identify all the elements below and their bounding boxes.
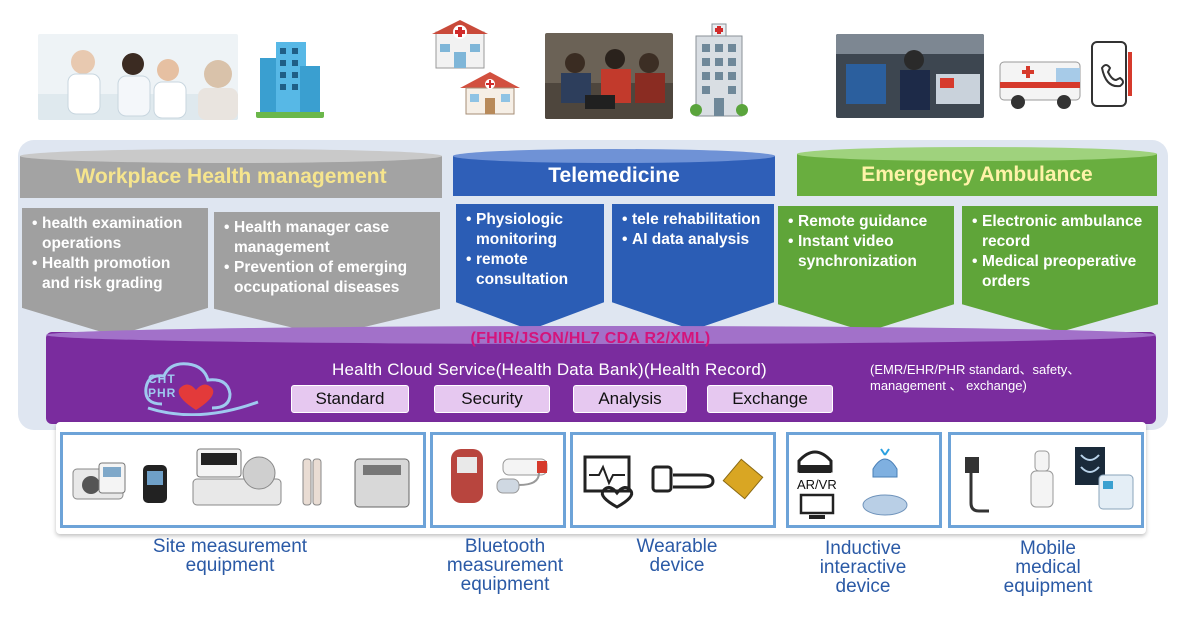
category-title: Emergency Ambulance — [861, 163, 1093, 186]
list-item: Remote guidance — [788, 212, 946, 232]
list-item: Prevention of emerging occupational dise… — [224, 258, 432, 298]
pill-analysis: Analysis — [573, 385, 687, 413]
device-label-wearable: Wearable device — [636, 536, 718, 576]
list-item: health examination operations — [32, 214, 200, 254]
list-item: remote consultation — [466, 250, 596, 290]
ambulance-phone-icon — [996, 38, 1136, 114]
list-item: tele rehabilitation — [622, 210, 766, 230]
ar-vr-label: AR/VR — [797, 477, 837, 492]
telemedicine-box-2: tele rehabilitation AI data analysis — [612, 204, 774, 330]
list-item: Medical preoperative orders — [972, 252, 1150, 292]
device-label-mobile: Mobile medical equipment — [1003, 538, 1093, 597]
hospital-icon — [430, 18, 490, 70]
cht-phr-logo: CHT PHR — [140, 358, 266, 417]
data-formats-label: (FHIR/JSON/HL7 CDA R2/XML) — [470, 330, 711, 347]
list-item: Instant video synchronization — [788, 232, 946, 272]
workplace-box-2: Health manager case management Preventio… — [214, 212, 440, 336]
logo-text-phr: PHR — [148, 386, 177, 400]
office-building-icon — [256, 36, 324, 118]
band-top-rim — [46, 326, 1156, 344]
category-workplace-health: Workplace Health management — [20, 149, 442, 198]
field-team-photo — [545, 33, 673, 119]
telemedicine-box-1: Physiologic monitoring remote consultati… — [456, 204, 604, 330]
list-item: AI data analysis — [622, 230, 766, 250]
clinic-house-icon — [458, 70, 522, 116]
vr-goggles-icon — [797, 448, 908, 519]
list-item: Electronic ambulance record — [972, 212, 1150, 252]
logo-text-cht: CHT — [148, 372, 176, 386]
device-box-mobile — [948, 432, 1144, 528]
emergency-box-1: Remote guidance Instant video synchroniz… — [778, 206, 954, 332]
device-label-bluetooth: Bluetooth measurement equipment — [446, 536, 564, 595]
pill-security: Security — [434, 385, 550, 413]
category-title: Workplace Health management — [75, 165, 387, 188]
category-telemedicine: Telemedicine — [453, 149, 775, 196]
emergency-box-2: Electronic ambulance record Medical preo… — [962, 206, 1158, 332]
pill-exchange: Exchange — [707, 385, 833, 413]
category-emergency-ambulance: Emergency Ambulance — [797, 147, 1157, 196]
device-box-bluetooth — [430, 432, 566, 528]
device-box-inductive: AR/VR — [786, 432, 942, 528]
workplace-box-1: health examination operations Health pro… — [22, 208, 208, 336]
list-item: Physiologic monitoring — [466, 210, 596, 250]
device-label-site: Site measurement equipment — [152, 536, 308, 576]
device-label-inductive: Inductive interactive device — [819, 538, 907, 597]
device-box-wearable — [570, 432, 776, 528]
pill-standard: Standard — [291, 385, 409, 413]
category-title: Telemedicine — [548, 164, 680, 187]
list-item: Health manager case management — [224, 218, 432, 258]
doctor-consultation-photo — [38, 34, 238, 120]
health-cloud-title: Health Cloud Service(Health Data Bank)(H… — [332, 360, 767, 379]
list-item: Health promotion and risk grading — [32, 254, 200, 294]
device-box-site — [60, 432, 426, 528]
ambulance-interior-photo — [836, 34, 984, 118]
health-cloud-subtitle: (EMR/EHR/PHR standard、safety、management … — [870, 362, 1081, 393]
hospital-tower-icon — [690, 22, 748, 118]
